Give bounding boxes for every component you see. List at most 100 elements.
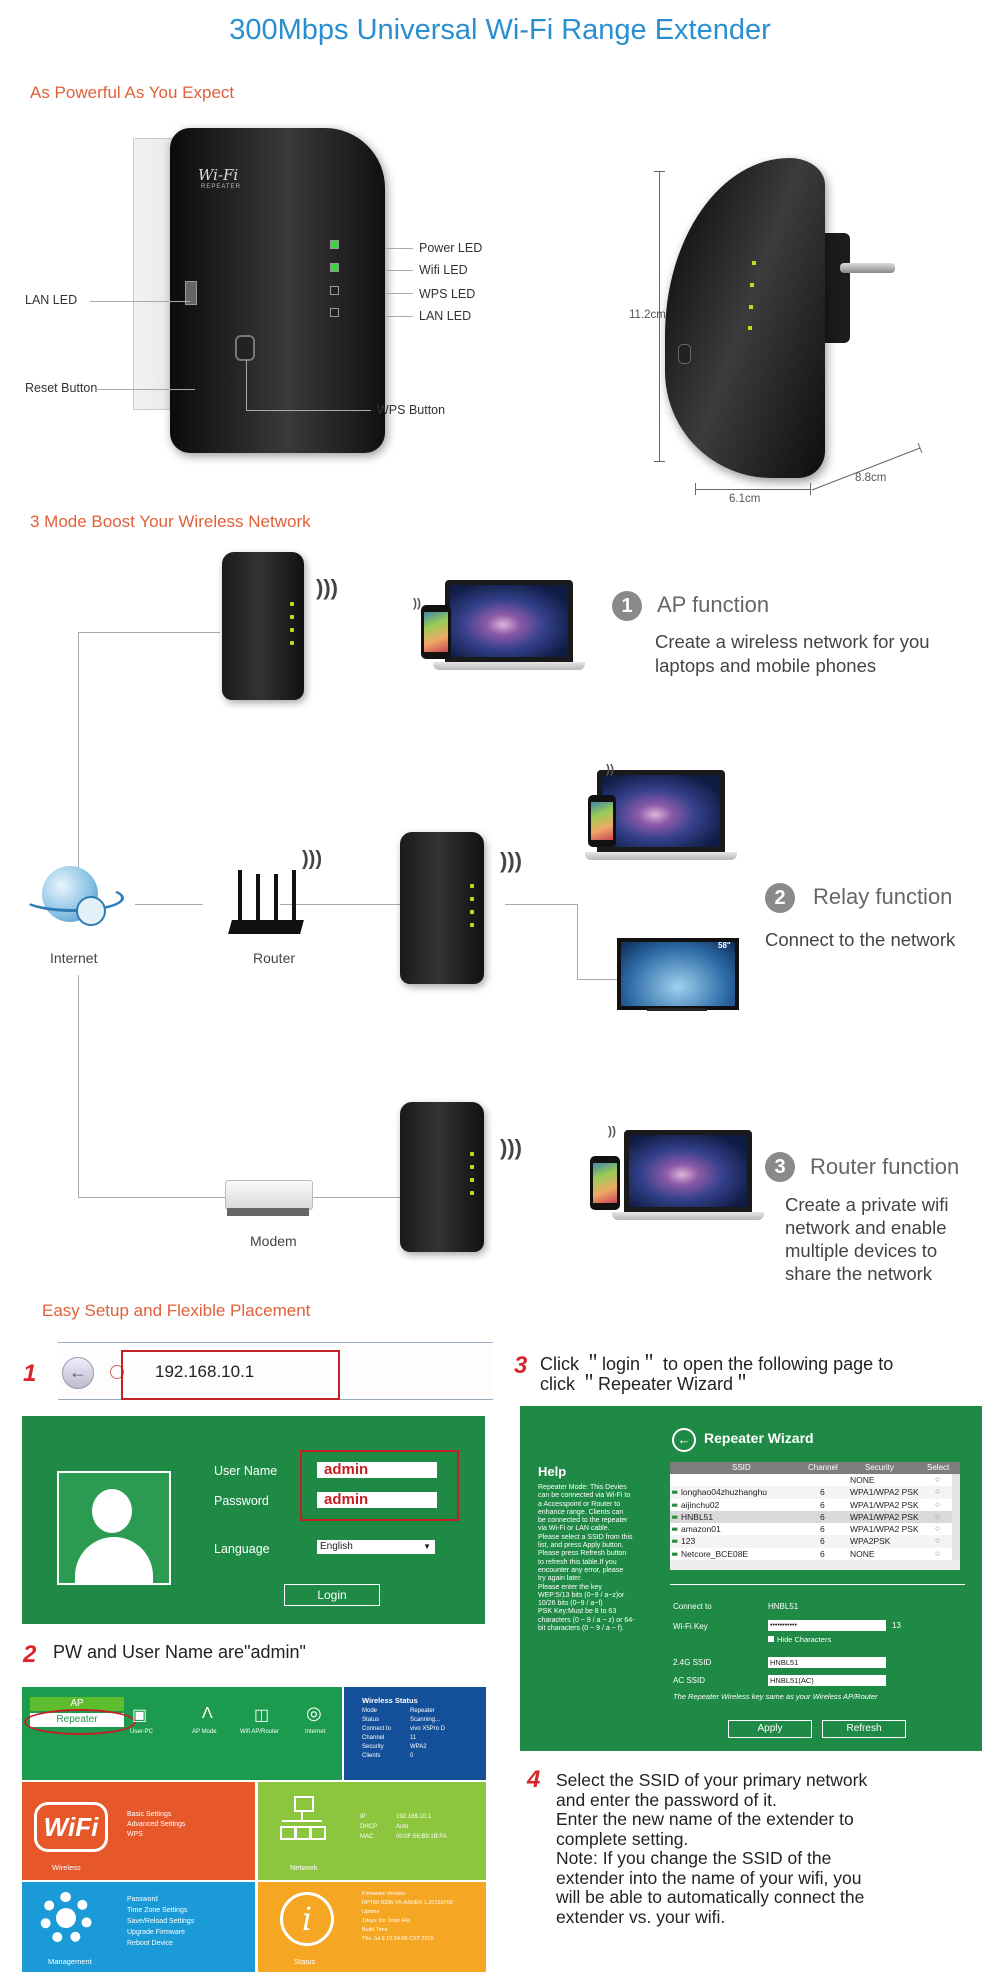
back-arrow-icon[interactable]: ← (672, 1428, 696, 1452)
help-line: 10/26 bits (0~9 / a~f) (538, 1600, 603, 1608)
step4-line: Enter the new name of the extender to (556, 1809, 854, 1829)
ssid-security: WPA1/WPA2 PSK (850, 1487, 919, 1498)
status-title: Wireless Status (362, 1696, 418, 1705)
back-icon[interactable]: ← (62, 1357, 94, 1389)
help-line: Please press Refresh button (538, 1550, 627, 1558)
ap-tab[interactable]: AP (30, 1697, 124, 1711)
management-menu-item[interactable]: Reboot Device (127, 1940, 173, 1947)
signal-icon: ▃ (672, 1536, 678, 1544)
hide-chars-checkbox[interactable] (768, 1636, 774, 1642)
forward-icon[interactable] (110, 1365, 124, 1379)
step4-line: Note: If you change the SSID of the (556, 1848, 832, 1868)
help-line: encounter any error, please (538, 1566, 624, 1574)
modem-label: Modem (250, 1233, 297, 1249)
ssid-row[interactable]: NONE ○ (670, 1474, 952, 1487)
wireless-menu-item[interactable]: Advanced Settings (127, 1821, 186, 1828)
ssid-select-radio[interactable]: ○ (935, 1474, 941, 1484)
ssid-security: WPA1/WPA2 PSK (850, 1524, 919, 1535)
repeater-logo: REPEATER (201, 184, 241, 190)
router-fn-title: Router function (810, 1154, 960, 1179)
help-line: PSK Key:Must be 8 to 63 (538, 1608, 617, 1616)
status-key: Status (362, 1717, 380, 1723)
management-menu-item[interactable]: Save/Reload Settings (127, 1918, 195, 1925)
page-title: 300Mbps Universal Wi-Fi Range Extender (229, 14, 771, 46)
lan-port (185, 281, 197, 305)
ssid-select-radio[interactable]: ○ (935, 1510, 941, 1521)
wireless-menu-item[interactable]: Basic Settings (127, 1811, 172, 1818)
management-menu-item[interactable]: Upgrade Firmware (127, 1929, 185, 1936)
step4-line: and enter the password of it. (556, 1789, 777, 1810)
ssid-select-radio[interactable]: ○ (935, 1498, 941, 1509)
ap-number: 1 (612, 591, 642, 621)
dim-depth-line (811, 442, 923, 491)
status-info-line: Build Time (362, 1927, 388, 1933)
login-button[interactable]: Login (284, 1584, 380, 1606)
relay-desc-1: Connect to the network (765, 929, 956, 950)
col-ssid: SSID (732, 1463, 751, 1472)
management-menu-item[interactable]: Time Zone Settings (127, 1907, 188, 1914)
address-value[interactable]: 192.168.10.1 (155, 1362, 255, 1381)
ssid-security: WPA2PSK (850, 1536, 891, 1547)
ssid-select-radio[interactable]: ○ (935, 1547, 941, 1558)
table-hscrollbar[interactable] (670, 1560, 960, 1570)
product-side-image (665, 158, 895, 488)
ssid-select-radio[interactable]: ○ (935, 1535, 941, 1546)
key-count: 13 (892, 1621, 901, 1630)
password-field[interactable] (317, 1492, 437, 1508)
status-info-line: Thu Jul 9 10:24:06 CST 2015 (362, 1936, 434, 1942)
router-fn-number: 3 (765, 1152, 795, 1182)
refresh-button[interactable]: Refresh (822, 1720, 906, 1738)
step4-number: 4 (527, 1766, 541, 1793)
username-field[interactable] (317, 1462, 437, 1478)
management-menu-item[interactable]: Password (127, 1896, 158, 1903)
table-scrollbar[interactable] (952, 1474, 960, 1560)
wireless-menu-item[interactable]: WPS (127, 1831, 143, 1838)
router-wifi-icon: ))) (302, 848, 322, 870)
ssid-select-radio[interactable]: ○ (935, 1523, 941, 1534)
help-line: Please enter the key (538, 1583, 602, 1591)
key-field[interactable]: ••••••••••• (768, 1620, 886, 1631)
ssid-security: NONE (850, 1548, 875, 1559)
user-pc-label: User-PC (130, 1729, 154, 1735)
ssid-name: 123 (681, 1536, 696, 1547)
ssid24-field[interactable]: HNBL51 (768, 1657, 886, 1668)
acssid-field[interactable]: HNBL51(AC) (768, 1675, 886, 1686)
ssid-security: NONE (850, 1475, 875, 1485)
label-wps-button: WPS Button (377, 403, 446, 417)
col-security: Security (865, 1463, 894, 1472)
label-lan-led-right: LAN LED (419, 309, 472, 323)
help-line: a Accesspoint or Router to (538, 1500, 621, 1508)
chevron-down-icon: ▼ (423, 1542, 431, 1551)
apply-button[interactable]: Apply (728, 1720, 812, 1738)
help-line: bit characters (0 ~ 9 / a ~ f). (538, 1625, 624, 1633)
language-select[interactable]: English▼ (317, 1540, 435, 1554)
ssid-select-radio[interactable]: ○ (935, 1486, 941, 1497)
label-lan-led-left: LAN LED (25, 293, 78, 307)
username-value: admin (324, 1461, 369, 1478)
section-setup-title: Easy Setup and Flexible Placement (42, 1301, 311, 1320)
relay-number: 2 (765, 883, 795, 913)
ssid-table: SSID Channel Security Select NONE○▃longh… (670, 1462, 960, 1570)
power-led-icon (330, 240, 339, 249)
internet-globe-icon (22, 862, 124, 942)
tv-icon (617, 938, 739, 1018)
status-info-line: 1days 1hr 1min 44s (362, 1918, 410, 1924)
wifi-brand-icon: WiFi (34, 1802, 108, 1852)
status-value: 0 (410, 1753, 414, 1759)
status-key: Connect to (362, 1726, 392, 1732)
ssid-name: aijinchu02 (681, 1499, 720, 1510)
signal-icon: ▃ (672, 1511, 678, 1519)
